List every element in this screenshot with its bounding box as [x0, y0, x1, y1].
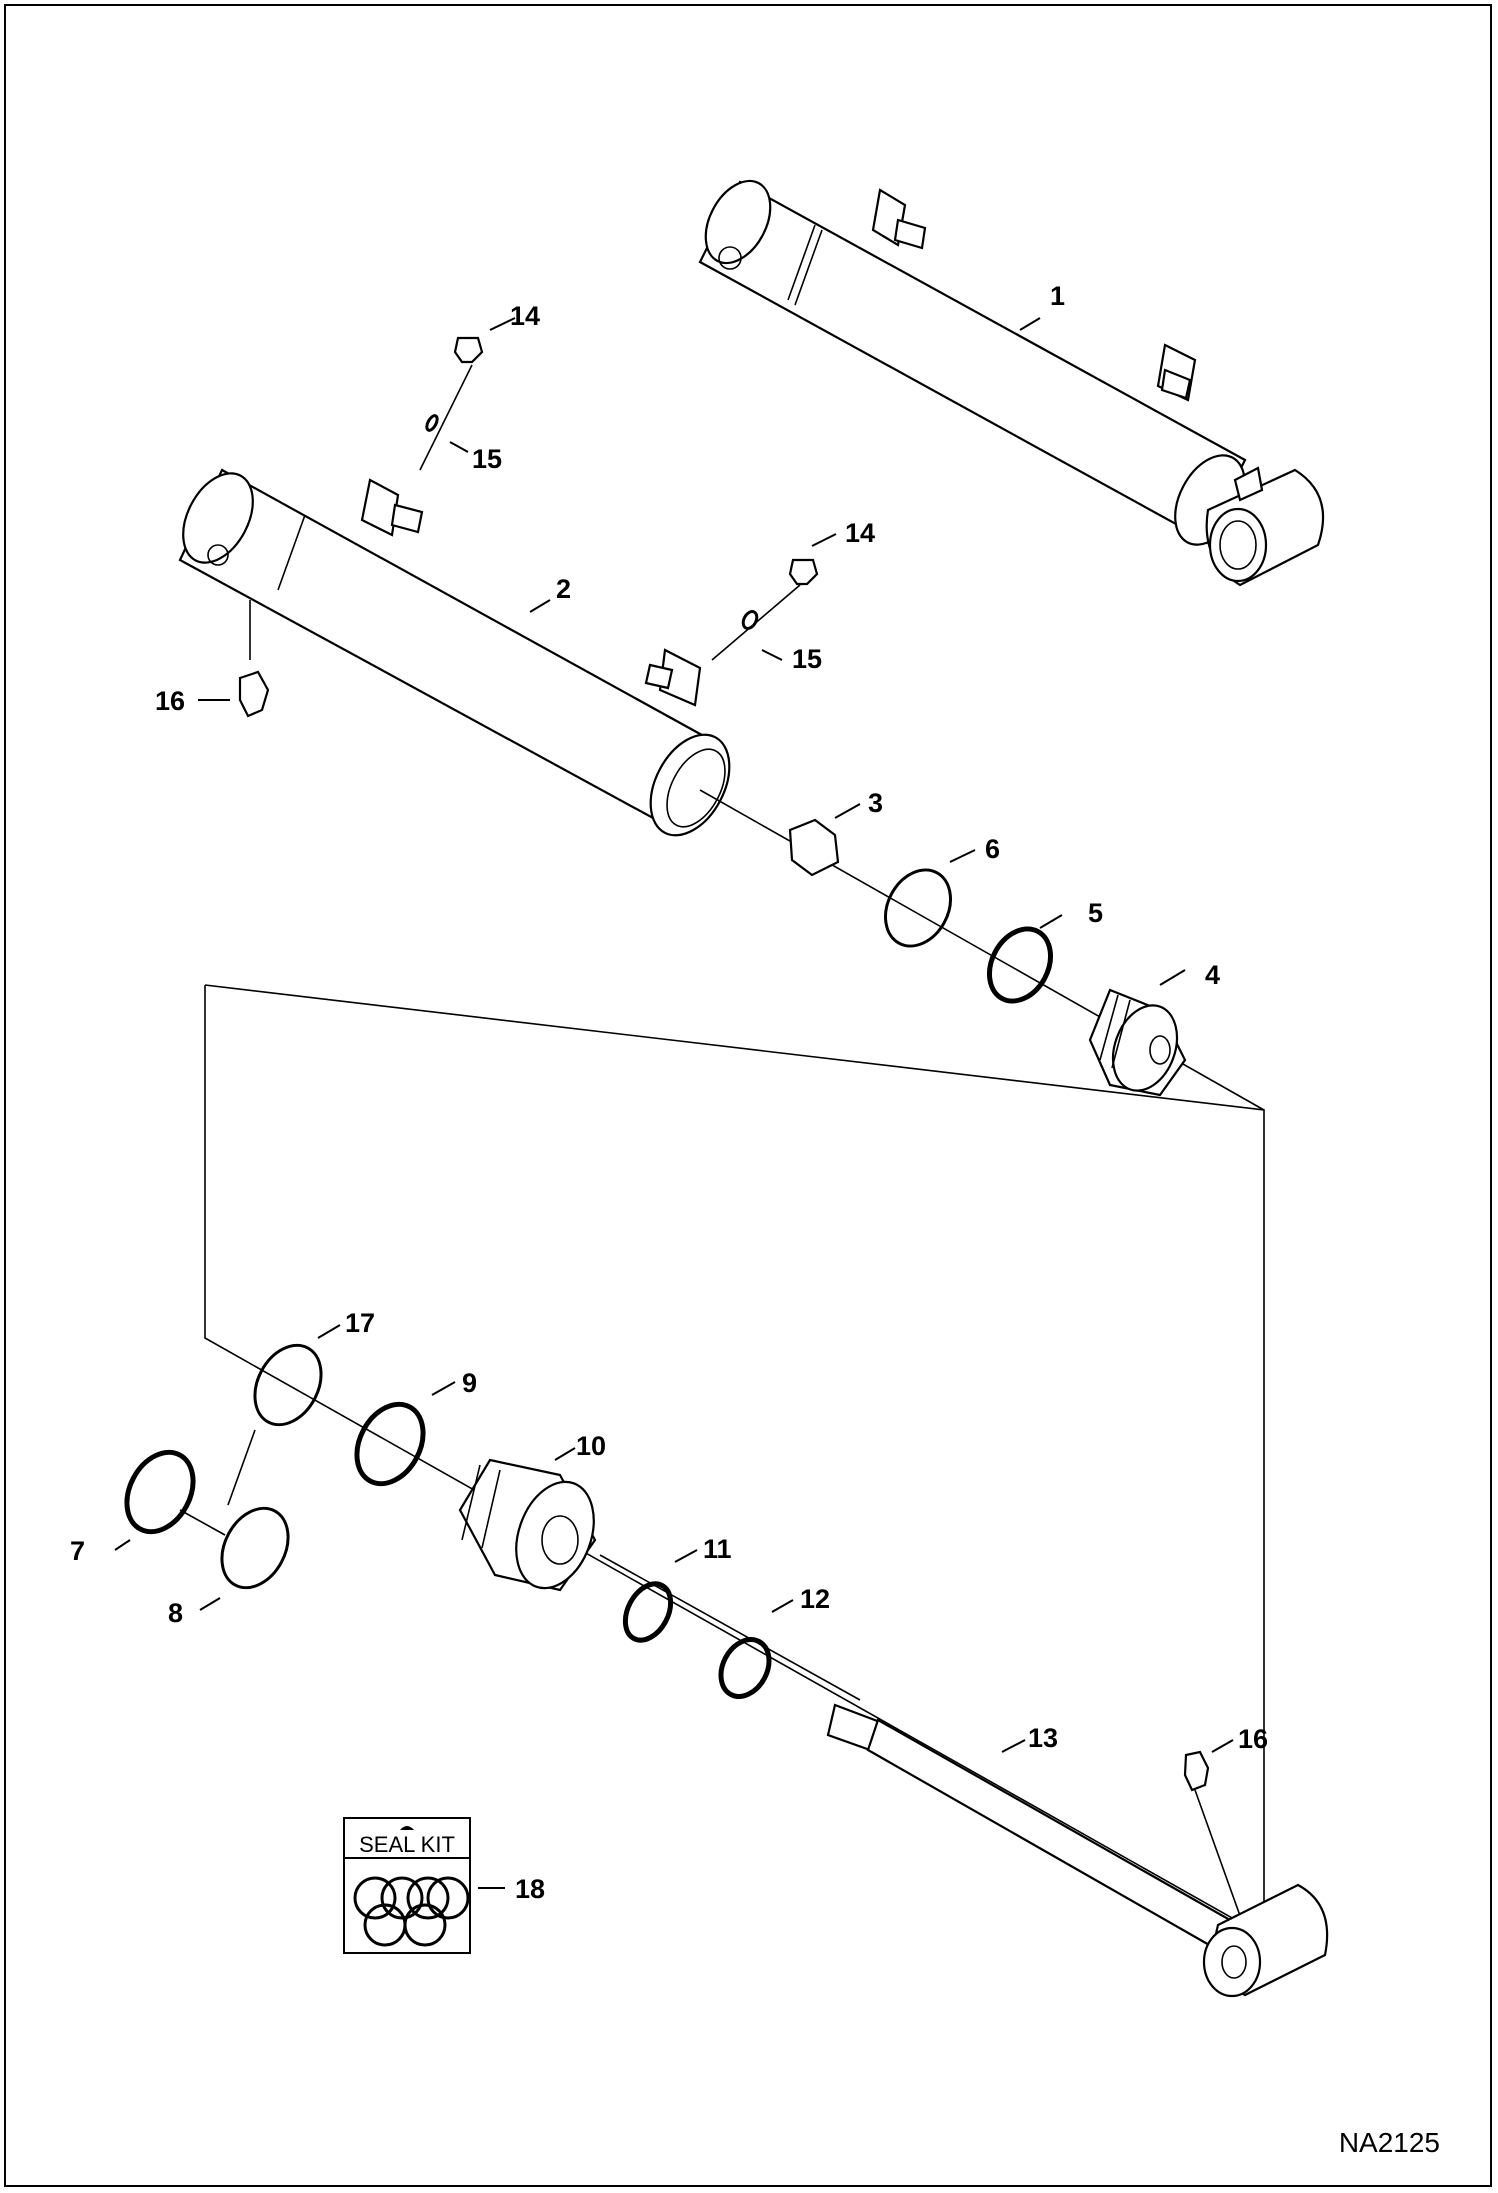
callout-13: 13 — [1028, 1723, 1058, 1753]
callout-17: 17 — [345, 1308, 375, 1338]
callout-5: 5 — [1088, 898, 1103, 928]
callout-15-lower: 15 — [792, 644, 822, 674]
piston-rod — [826, 1703, 1329, 1998]
callout-7: 7 — [70, 1536, 85, 1566]
callout-18: 18 — [515, 1874, 545, 1904]
assembled-cylinder — [698, 179, 1325, 587]
seal-kit-box: SEAL KIT — [343, 1817, 471, 1954]
grease-fittings — [238, 336, 1249, 1939]
callout-6: 6 — [985, 834, 1000, 864]
callout-labels: 1 2 3 4 5 6 7 8 9 10 11 12 13 14 14 15 1… — [70, 281, 1268, 1904]
callout-16-lower: 16 — [1238, 1724, 1268, 1754]
piston-parts — [699, 789, 1265, 1111]
drawing-number: NA2125 — [1339, 2127, 1440, 2158]
seal-kit-label: SEAL KIT — [359, 1832, 455, 1857]
rod-gland-parts — [124, 1343, 861, 1701]
callout-2: 2 — [556, 574, 571, 604]
callout-16-upper: 16 — [155, 686, 185, 716]
callout-4: 4 — [1205, 960, 1220, 990]
callout-8: 8 — [168, 1598, 183, 1628]
diagram-border — [4, 4, 1492, 2187]
leader-lines — [114, 317, 1234, 1889]
cylinder-barrel — [178, 468, 731, 837]
callout-1: 1 — [1050, 281, 1065, 311]
callout-12: 12 — [800, 1584, 830, 1614]
callout-14-lower: 14 — [845, 518, 875, 548]
callout-15-upper: 15 — [472, 444, 502, 474]
callout-10: 10 — [576, 1431, 606, 1461]
callout-11: 11 — [703, 1534, 732, 1564]
callout-9: 9 — [462, 1368, 477, 1398]
assembly-guide-lines — [204, 984, 1265, 1938]
callout-3: 3 — [868, 788, 883, 818]
callout-14-upper: 14 — [510, 301, 540, 331]
